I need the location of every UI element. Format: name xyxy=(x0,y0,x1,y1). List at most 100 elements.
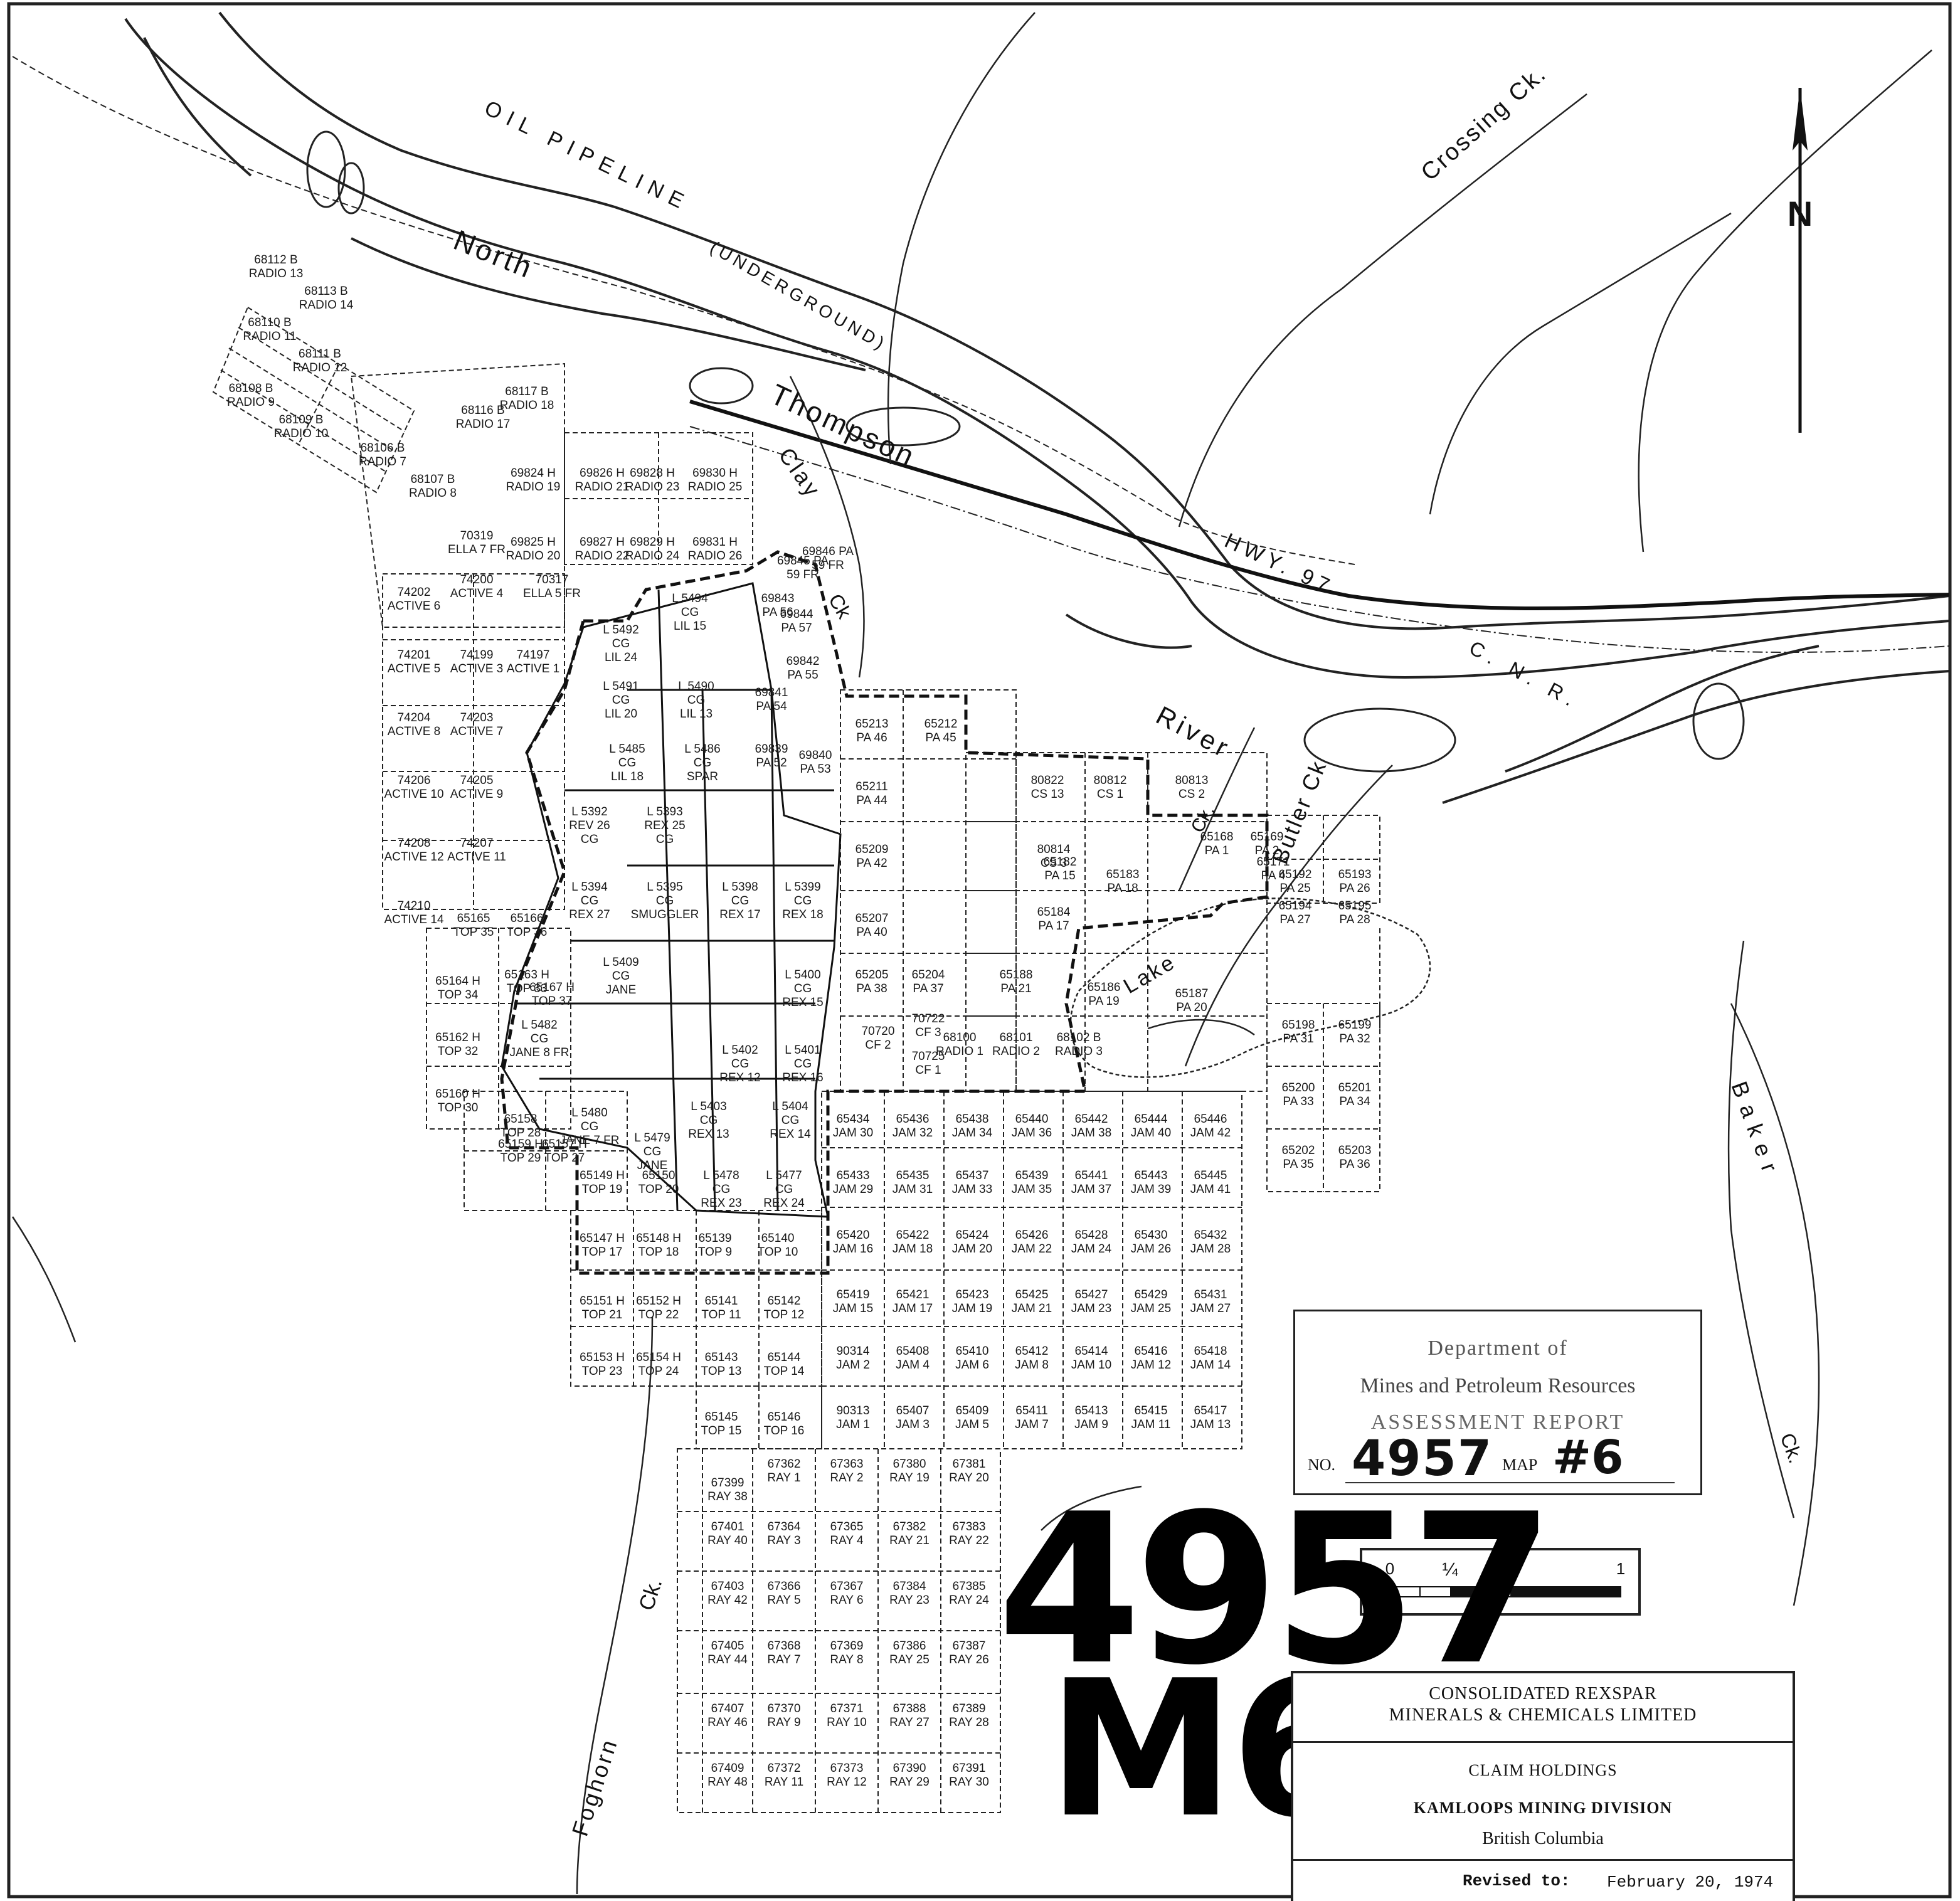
claim-name: JAM 40 xyxy=(1131,1126,1171,1140)
claim-name: JAM 9 xyxy=(1074,1418,1108,1431)
claim-record-number: L 5491 xyxy=(603,680,638,693)
claim-record-number: 69831 H xyxy=(692,536,738,549)
cnr-railway xyxy=(689,426,1950,654)
scale-tick-1: 1 xyxy=(1616,1559,1625,1578)
claim-record-number: 65209 xyxy=(856,843,889,856)
claim-record-number: 65422 xyxy=(896,1229,930,1242)
claim-record-number: 67405 xyxy=(711,1639,744,1653)
claim-name: RAY 2 xyxy=(830,1471,863,1485)
claim-name: TOP 17 xyxy=(582,1246,623,1259)
claim-record-number: 65184 xyxy=(1037,906,1071,919)
claim-name: ELLA 7 FR xyxy=(448,543,506,556)
claim-name: PA 55 xyxy=(787,669,818,682)
claim-name: PA 53 xyxy=(800,763,830,776)
claim-record-number: 69826 H xyxy=(580,467,625,480)
claim-record-number: 65154 H xyxy=(636,1351,681,1364)
claim-record-number: L 5392 xyxy=(571,805,607,818)
highway-97 xyxy=(689,400,1950,610)
claim-name: CG xyxy=(687,694,706,707)
claim-name: CG xyxy=(581,894,599,908)
claim-record-number: L 5480 xyxy=(571,1106,607,1120)
claim-name: 59 FR xyxy=(812,559,844,572)
claim-record-number: 65158 xyxy=(504,1113,538,1126)
claim-name: JANE 8 FR xyxy=(509,1046,569,1059)
claim-record-number: 65183 xyxy=(1106,868,1140,881)
claim-record-number: 80812 xyxy=(1094,774,1127,787)
scale-bar-graphic: 0 ¼ ½ 1 xyxy=(1385,1559,1625,1597)
claim-name: JAM 2 xyxy=(836,1358,870,1372)
claim-name: RAY 28 xyxy=(949,1716,989,1729)
claim-record-number: 65430 xyxy=(1135,1229,1168,1242)
claim-name: ACTIVE 10 xyxy=(384,788,443,801)
claim-name: SMUGGLER xyxy=(631,908,699,921)
property-boundary xyxy=(500,550,1269,1275)
foghorn-ck-label: Ck. xyxy=(634,1575,667,1613)
claim-record-number: L 5490 xyxy=(678,680,714,693)
claim-name: RAY 4 xyxy=(830,1534,864,1547)
claim-record-number: 65429 xyxy=(1135,1288,1168,1301)
claim-name: PA 35 xyxy=(1283,1158,1313,1171)
claim-record-number: 67373 xyxy=(830,1762,864,1775)
claim-record-number: 65423 xyxy=(956,1288,989,1301)
claim-record-number: 67363 xyxy=(830,1458,864,1471)
claim-name: RAY 9 xyxy=(767,1716,800,1729)
claim-name: CG xyxy=(731,894,750,908)
claim-record-number: 65421 xyxy=(896,1288,930,1301)
claim-record-number: 67367 xyxy=(830,1580,864,1593)
claim-name: REX 17 xyxy=(719,908,760,921)
claim-record-number: 65420 xyxy=(837,1229,870,1242)
claim-name: JAM 1 xyxy=(836,1418,870,1431)
claim-record-number: 65445 xyxy=(1194,1169,1227,1182)
claim-record-number: L 5482 xyxy=(521,1019,557,1032)
stamp-report-number: 4957 xyxy=(1352,1431,1493,1487)
claim-name: PA 32 xyxy=(1339,1032,1370,1046)
claim-name: RADIO 22 xyxy=(575,549,630,563)
claim-name: TOP 24 xyxy=(638,1365,679,1378)
claim-record-number: 65201 xyxy=(1338,1081,1372,1094)
claim-name: RAY 5 xyxy=(767,1594,800,1607)
lake-label: Lake xyxy=(1120,950,1180,998)
claim-record-number: 69829 H xyxy=(630,536,675,549)
claim-record-number: 65162 H xyxy=(435,1031,480,1044)
claim-name: RADIO 10 xyxy=(274,427,329,440)
claim-record-number: 65165 xyxy=(457,912,490,925)
claim-name: PA 4 xyxy=(1261,869,1286,882)
claim-name: PA 15 xyxy=(1044,869,1075,882)
claim-name: ACTIVE 8 xyxy=(388,725,440,738)
claim-name: PA 31 xyxy=(1283,1032,1313,1046)
claim-record-number: 65411 xyxy=(1015,1404,1047,1417)
claim-name: ACTIVE 4 xyxy=(450,587,504,600)
claim-name: JAM 20 xyxy=(952,1242,992,1256)
claim-name: CG xyxy=(794,1057,812,1071)
claim-record-number: 68102 B xyxy=(1057,1031,1101,1044)
claim-name: CG xyxy=(618,756,637,770)
claim-record-number: 68108 B xyxy=(229,382,273,395)
claim-name: RADIO 14 xyxy=(299,299,354,312)
claim-name: RAY 19 xyxy=(889,1471,930,1485)
claim-record-number: 65198 xyxy=(1282,1019,1315,1032)
claim-record-number: 65441 xyxy=(1075,1169,1108,1182)
